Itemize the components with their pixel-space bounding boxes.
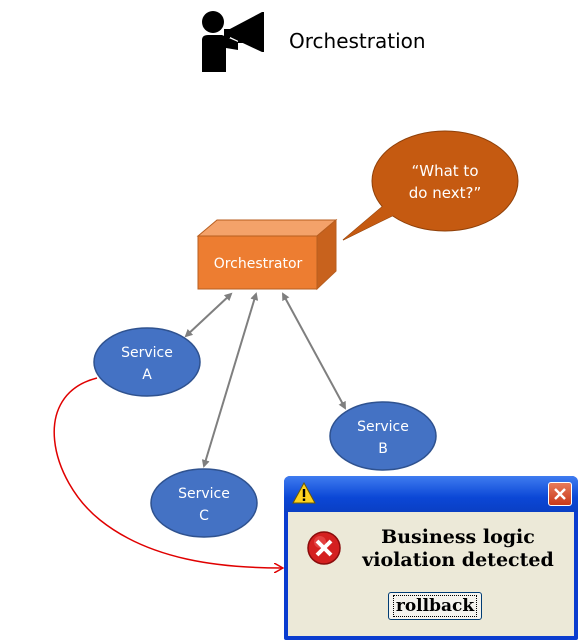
speech-bubble: “What to do next?” — [342, 130, 519, 241]
error-icon — [307, 531, 341, 565]
connector-c — [201, 292, 259, 468]
connector-a — [184, 292, 233, 338]
service-c-line-1: Service — [178, 486, 230, 502]
megaphone-person-icon — [202, 11, 264, 72]
orchestrator-label: Orchestrator — [214, 256, 303, 272]
dialog-message-line-2: violation detected — [362, 549, 554, 571]
service-a-line-1: Service — [121, 345, 173, 361]
error-dialog: Business logic violation detected rollba… — [284, 476, 578, 640]
service-a: Service A — [93, 327, 201, 397]
page-title: Orchestration — [289, 29, 426, 53]
service-b-line-1: Service — [357, 419, 409, 435]
dialog-body: Business logic violation detected rollba… — [288, 512, 574, 636]
connectors — [184, 292, 346, 468]
close-button[interactable] — [548, 482, 572, 506]
service-c: Service C — [150, 468, 258, 538]
connector-b — [282, 292, 346, 410]
rollback-button[interactable]: rollback — [388, 592, 482, 620]
bubble-line-1: “What to — [411, 162, 478, 180]
error-path-arrow — [53, 377, 282, 568]
rollback-button-label: rollback — [392, 595, 478, 617]
dialog-titlebar[interactable] — [284, 476, 578, 512]
dialog-message: Business logic violation detected — [352, 526, 564, 572]
service-a-line-2: A — [142, 367, 152, 383]
service-b: Service B — [329, 401, 437, 471]
warning-icon — [292, 482, 316, 504]
close-icon — [554, 488, 566, 500]
service-c-line-2: C — [199, 508, 209, 524]
orchestrator-box: Orchestrator — [196, 218, 338, 291]
bubble-line-2: do next?” — [409, 184, 481, 202]
service-b-line-2: B — [378, 441, 388, 457]
dialog-message-line-1: Business logic — [381, 526, 535, 548]
